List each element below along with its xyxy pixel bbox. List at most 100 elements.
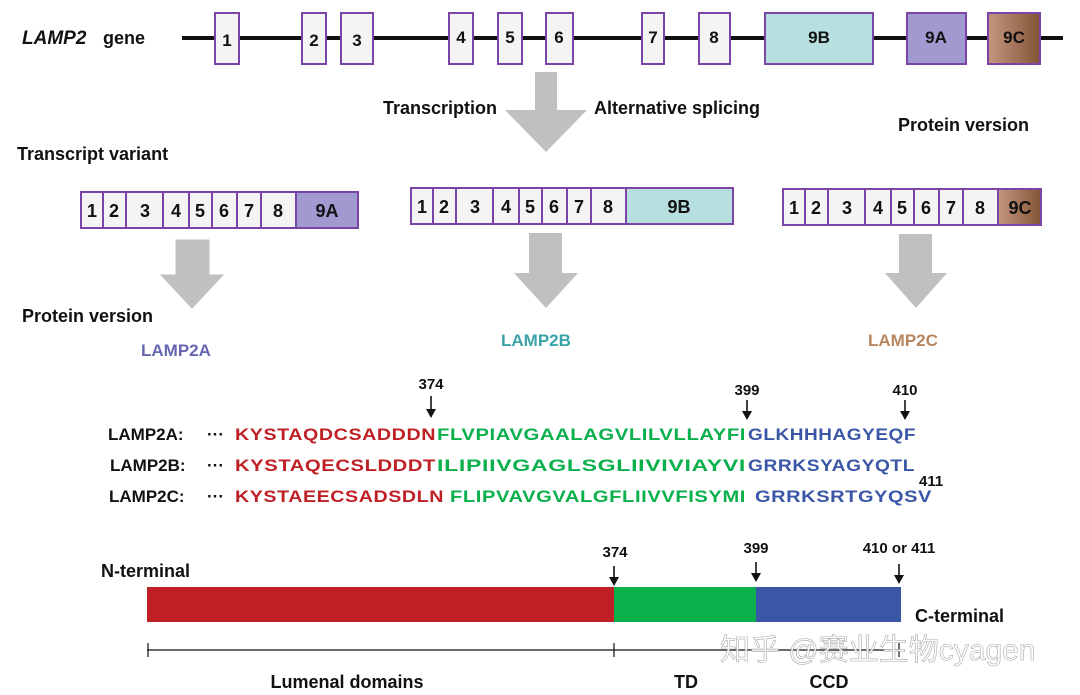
gene-exon-7: 7: [641, 12, 665, 65]
protein-lamp2c: LAMP2C: [868, 331, 938, 350]
domain-marker-399: 399: [743, 540, 769, 582]
svg-text:8: 8: [273, 201, 283, 221]
svg-text:3: 3: [842, 198, 852, 218]
n-terminal-label: N-terminal: [101, 561, 190, 581]
svg-text:9B: 9B: [667, 197, 690, 217]
svg-text:399: 399: [743, 540, 768, 557]
svg-text:5: 5: [195, 201, 205, 221]
gene-exon-8: 8: [698, 12, 731, 65]
svg-text:1: 1: [417, 197, 427, 217]
svg-text:FLIPVAVGVALGFLIIVVFISYMI: FLIPVAVGVALGFLIIVVFISYMI: [450, 487, 746, 506]
gene-exon-2: 2: [301, 12, 327, 65]
gene-exon-3: 3: [340, 12, 374, 65]
svg-text:3: 3: [352, 31, 361, 50]
svg-text:7: 7: [946, 198, 956, 218]
svg-text:1: 1: [87, 201, 97, 221]
td-domain-segment: [614, 587, 756, 622]
svg-text:KYSTAQDCSADDDN: KYSTAQDCSADDDN: [235, 425, 436, 444]
down-arrow-main: [505, 72, 587, 152]
transcription-label: Transcription: [383, 98, 497, 118]
gene-exon-9a: 9A: [906, 12, 967, 65]
domain-marker-410: 410 or 411: [863, 540, 936, 584]
gene-exon-5: 5: [497, 12, 523, 65]
svg-text:···: ···: [207, 425, 224, 444]
sequence-lamp2a: LAMP2A: ··· KYSTAQDCSADDDN FLVPIAVGAALAG…: [108, 425, 916, 444]
td-label: TD: [674, 672, 698, 692]
svg-text:···: ···: [207, 487, 224, 506]
gene-structure: LAMP2 gene 1 2 3 4 5 6 7: [22, 12, 1063, 65]
svg-text:4: 4: [501, 197, 511, 217]
svg-text:2: 2: [309, 31, 318, 50]
svg-text:410 or 411: 410 or 411: [863, 540, 936, 557]
svg-text:9C: 9C: [1008, 198, 1031, 218]
down-arrow-lamp2a: [159, 239, 225, 309]
svg-text:8: 8: [603, 197, 613, 217]
svg-text:5: 5: [525, 197, 535, 217]
svg-text:6: 6: [219, 201, 229, 221]
svg-text:4: 4: [456, 28, 466, 47]
svg-text:5: 5: [505, 28, 514, 47]
protein-lamp2b: LAMP2B: [501, 331, 571, 350]
svg-text:2: 2: [811, 198, 821, 218]
svg-text:6: 6: [921, 198, 931, 218]
svg-text:8: 8: [709, 28, 718, 47]
down-arrow-lamp2b: [514, 233, 578, 308]
svg-text:1: 1: [222, 31, 231, 50]
protein-version-top-label: Protein version: [898, 115, 1029, 135]
transcript-variant-label: Transcript variant: [17, 144, 168, 164]
gene-exon-6: 6: [545, 12, 574, 65]
sequence-lamp2c: LAMP2C: ··· KYSTAEECSADSDLN FLIPVAVGVALG…: [109, 487, 932, 506]
svg-text:2: 2: [109, 201, 119, 221]
lumenal-domain-segment: [147, 587, 614, 622]
svg-text:GRRKSYAGYQTL: GRRKSYAGYQTL: [748, 456, 915, 475]
svg-text:7: 7: [574, 197, 584, 217]
ccd-label: CCD: [810, 672, 849, 692]
c-terminal-label: C-terminal: [915, 606, 1004, 626]
svg-text:GRRKSRTGYQSV: GRRKSRTGYQSV: [755, 487, 932, 506]
down-arrow-lamp2c: [885, 234, 947, 308]
seq-marker-410: 410: [892, 382, 918, 420]
domain-brackets: [147, 643, 900, 657]
svg-text:8: 8: [975, 198, 985, 218]
svg-text:KYSTAQECSLDDDT: KYSTAQECSLDDDT: [235, 456, 436, 475]
svg-text:LAMP2B:: LAMP2B:: [110, 456, 186, 475]
watermark: 知乎 @赛业生物cyagen: [720, 634, 1036, 667]
svg-text:1: 1: [789, 198, 799, 218]
lumenal-domains-label: Lumenal domains: [270, 672, 423, 692]
gene-exon-1: 1: [214, 12, 240, 65]
seq-marker-399: 399: [734, 382, 760, 420]
svg-text:3: 3: [470, 197, 480, 217]
seq-marker-374: 374: [418, 376, 444, 418]
protein-version-left-label: Protein version: [22, 306, 153, 326]
svg-text:5: 5: [897, 198, 907, 218]
seq-marker-411: 411: [919, 473, 943, 490]
svg-text:LAMP2C:: LAMP2C:: [109, 487, 185, 506]
svg-text:4: 4: [873, 198, 883, 218]
svg-text:7: 7: [244, 201, 254, 221]
svg-text:2: 2: [439, 197, 449, 217]
svg-text:GLKHHHAGYEQF: GLKHHHAGYEQF: [748, 425, 916, 444]
svg-text:410: 410: [892, 382, 917, 399]
svg-text:7: 7: [648, 28, 657, 47]
svg-text:6: 6: [549, 197, 559, 217]
alternative-splicing-label: Alternative splicing: [594, 98, 760, 118]
svg-text:FLVPIAVGAALAGVLILVLLAYFI: FLVPIAVGAALAGVLILVLLAYFI: [437, 425, 746, 444]
gene-exon-9b: 9B: [764, 12, 874, 65]
svg-text:374: 374: [418, 376, 444, 393]
domain-marker-374: 374: [602, 544, 628, 586]
svg-text:9C: 9C: [1003, 28, 1025, 47]
transcript-variant-9b: 1 2 3 4 5 6 7 8 9B: [410, 187, 734, 225]
gene-name: LAMP2: [22, 28, 87, 49]
gene-exon-4: 4: [448, 12, 474, 65]
svg-text:ILIPIIVGAGLSGLIIVIVIAYVI: ILIPIIVGAGLSGLIIVIVIAYVI: [437, 456, 746, 475]
domain-bar: N-terminal 374 399 410 or 411 C-terminal…: [101, 540, 1004, 692]
svg-text:···: ···: [207, 456, 224, 475]
svg-text:KYSTAEECSADSDLN: KYSTAEECSADSDLN: [235, 487, 444, 506]
svg-text:9A: 9A: [315, 201, 338, 221]
protein-lamp2a: LAMP2A: [141, 341, 211, 360]
ccd-domain-segment: [756, 587, 901, 622]
sequence-lamp2b: LAMP2B: ··· KYSTAQECSLDDDT ILIPIIVGAGLSG…: [110, 456, 915, 475]
svg-text:6: 6: [554, 28, 563, 47]
svg-text:4: 4: [171, 201, 181, 221]
